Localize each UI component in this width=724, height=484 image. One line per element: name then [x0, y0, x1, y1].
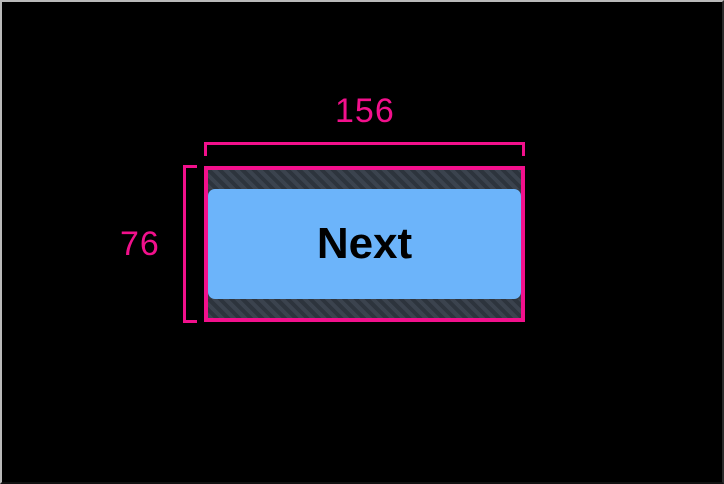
width-dimension-label: 156 [335, 92, 395, 130]
padding-strip-top [208, 170, 521, 189]
next-button[interactable]: Next [208, 189, 521, 299]
width-dimension-bracket [204, 142, 525, 156]
next-button-label: Next [316, 219, 413, 268]
inspected-element-outline[interactable]: Next [204, 166, 525, 322]
height-dimension-label: 76 [120, 225, 160, 263]
padding-strip-bottom [208, 299, 521, 318]
height-dimension-bracket [183, 165, 197, 323]
